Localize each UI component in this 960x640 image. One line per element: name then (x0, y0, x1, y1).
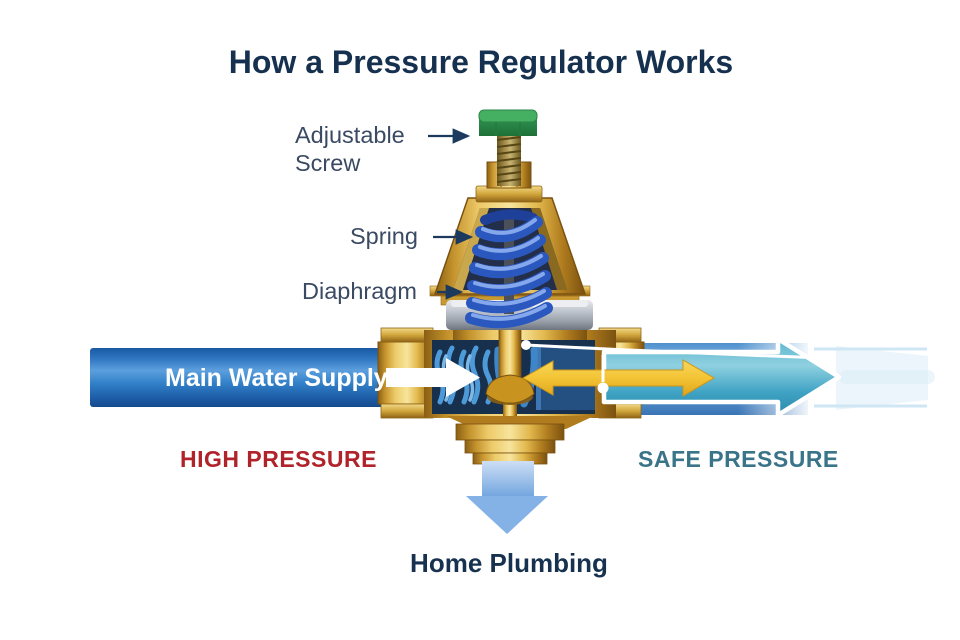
label-adjustable-screw-line1: Adjustable (295, 122, 405, 148)
adjusting-screw (478, 109, 538, 136)
main-water-supply-label: Main Water Supply (165, 364, 388, 392)
outlet-down-arrow-icon (466, 461, 548, 534)
high-pressure-label: HIGH PRESSURE (180, 446, 377, 472)
callout-labels: Adjustable Screw Spring Diaphragm (295, 122, 474, 304)
safe-pressure-label: SAFE PRESSURE (638, 446, 839, 472)
reduced-pressure-arrow-icon (521, 359, 715, 397)
valve-plug (485, 374, 535, 405)
spring-coil (465, 209, 553, 329)
label-spring: Spring (350, 223, 418, 249)
inlet-pipe (90, 348, 404, 407)
inflow-arrow-icon (386, 358, 480, 397)
valve-body (377, 109, 645, 465)
outflow-arrow-icon (601, 336, 842, 418)
page-title: How a Pressure Regulator Works (229, 44, 733, 80)
pressure-annotation-line (521, 340, 825, 394)
spring-rod (504, 210, 514, 314)
label-diaphragm: Diaphragm (302, 278, 417, 304)
threaded-rod (496, 134, 522, 186)
label-adjustable-screw-line2: Screw (295, 150, 361, 176)
home-plumbing-label: Home Plumbing (410, 548, 608, 578)
